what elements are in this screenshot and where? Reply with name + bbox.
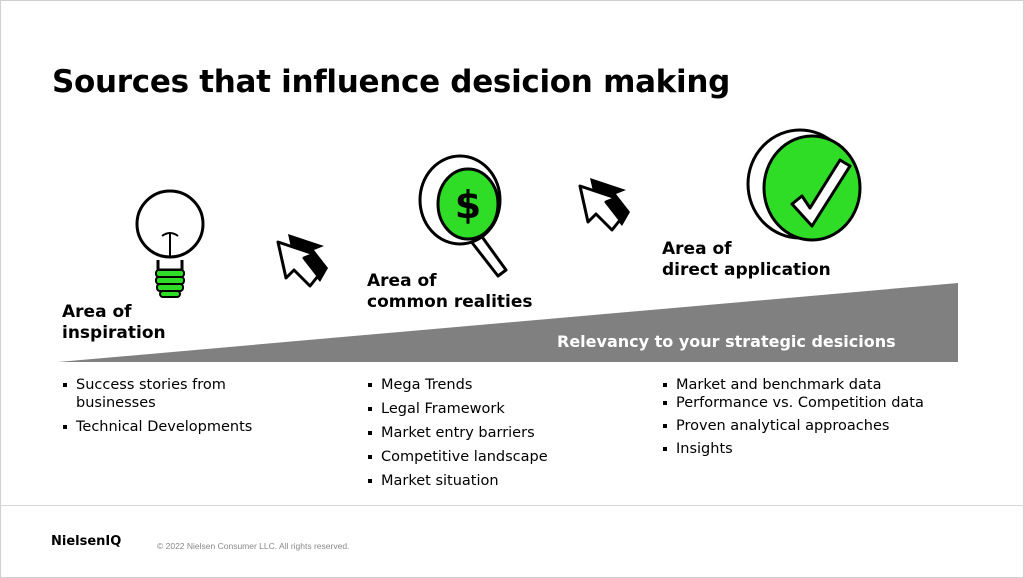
area-label-common-realities: Area of common realities bbox=[367, 271, 533, 312]
arrow-up-right-icon bbox=[276, 234, 328, 288]
list-item: Market situation bbox=[367, 472, 617, 490]
area-label-direct-application: Area of direct application bbox=[662, 239, 831, 280]
common-realities-bullet-list: Mega Trends Legal Framework Market entry… bbox=[367, 376, 617, 496]
svg-text:$: $ bbox=[455, 183, 481, 227]
list-item: Competitive landscape bbox=[367, 448, 617, 466]
list-item: Success stories from businesses bbox=[62, 376, 292, 412]
footer-divider bbox=[0, 505, 1024, 506]
magnifier-dollar-icon: $ bbox=[418, 154, 508, 278]
list-item: Mega Trends bbox=[367, 376, 617, 394]
nielseniq-logo: NielsenIQ bbox=[51, 534, 122, 549]
list-item: Technical Developments bbox=[62, 418, 292, 436]
list-item: Insights bbox=[662, 440, 982, 458]
list-item: Proven analytical approaches bbox=[662, 417, 982, 435]
arrow-up-right-icon bbox=[578, 178, 630, 232]
inspiration-bullet-list: Success stories from businesses Technica… bbox=[62, 376, 292, 442]
list-item: Market entry barriers bbox=[367, 424, 617, 442]
relevancy-label: Relevancy to your strategic desicions bbox=[557, 332, 896, 351]
list-item: Market and benchmark data bbox=[662, 376, 982, 394]
copyright-text: © 2022 Nielsen Consumer LLC. All rights … bbox=[157, 541, 350, 551]
lightbulb-icon bbox=[135, 189, 205, 298]
slide-title: Sources that influence desicion making bbox=[52, 64, 730, 100]
list-item: Legal Framework bbox=[367, 400, 617, 418]
direct-application-bullet-list: Market and benchmark data Performance vs… bbox=[662, 376, 982, 463]
checkmark-circle-icon bbox=[746, 128, 862, 242]
list-item: Performance vs. Competition data bbox=[662, 394, 982, 412]
area-label-inspiration: Area of inspiration bbox=[62, 302, 166, 343]
